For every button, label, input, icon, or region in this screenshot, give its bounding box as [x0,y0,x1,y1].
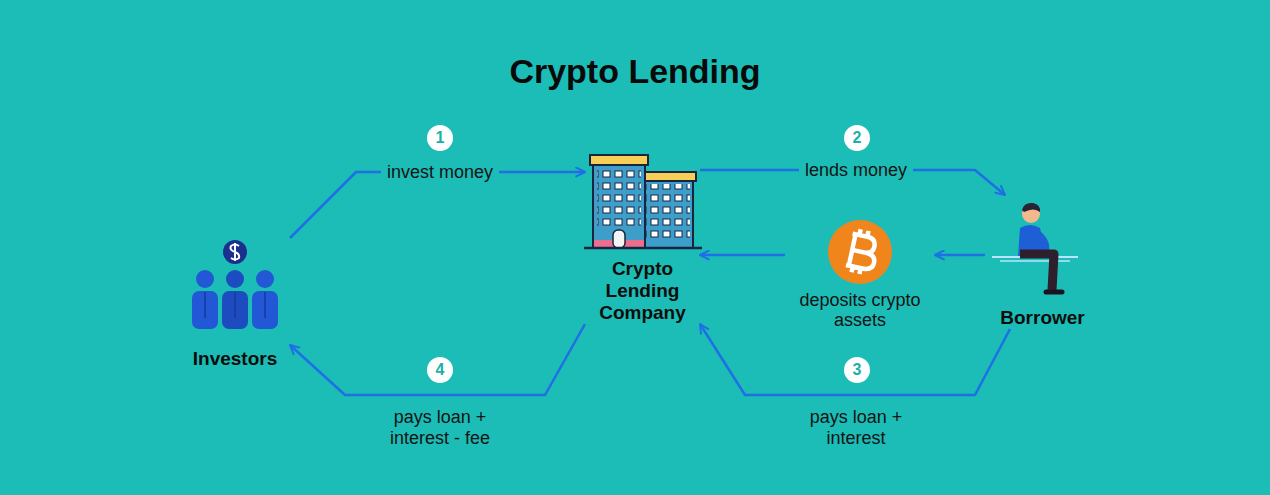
node-label: deposits crypto assets [785,290,935,330]
investors-icon [192,240,278,329]
diagram-title: Crypto Lending [0,52,1270,91]
bitcoin-icon [828,220,892,284]
bitcoin-node: deposits crypto assets [785,215,935,330]
flow-arrow [700,324,1010,395]
borrower-figure [992,203,1078,292]
edge-label: pays loan + interest [785,406,927,450]
flow-arrow [700,254,785,257]
investors-node: Investors [180,238,290,370]
edge-label: lends money [799,159,913,182]
node-label: Crypto Lending Company [585,258,700,324]
flow-arrow [935,254,985,257]
borrower-node: Borrower [985,195,1100,329]
callout-number: 2 [844,125,870,151]
callout-number: 1 [427,125,453,151]
node-label: Investors [180,348,290,370]
edge-label: pays loan + interest - fee [369,406,511,450]
building-icon [584,155,702,248]
company-node: Crypto Lending Company [585,150,700,324]
node-label: Borrower [985,307,1100,329]
callout-number: 3 [844,357,870,383]
flow-arrow [290,324,585,395]
edge-label: invest money [381,161,499,184]
callout-number: 4 [427,357,453,383]
